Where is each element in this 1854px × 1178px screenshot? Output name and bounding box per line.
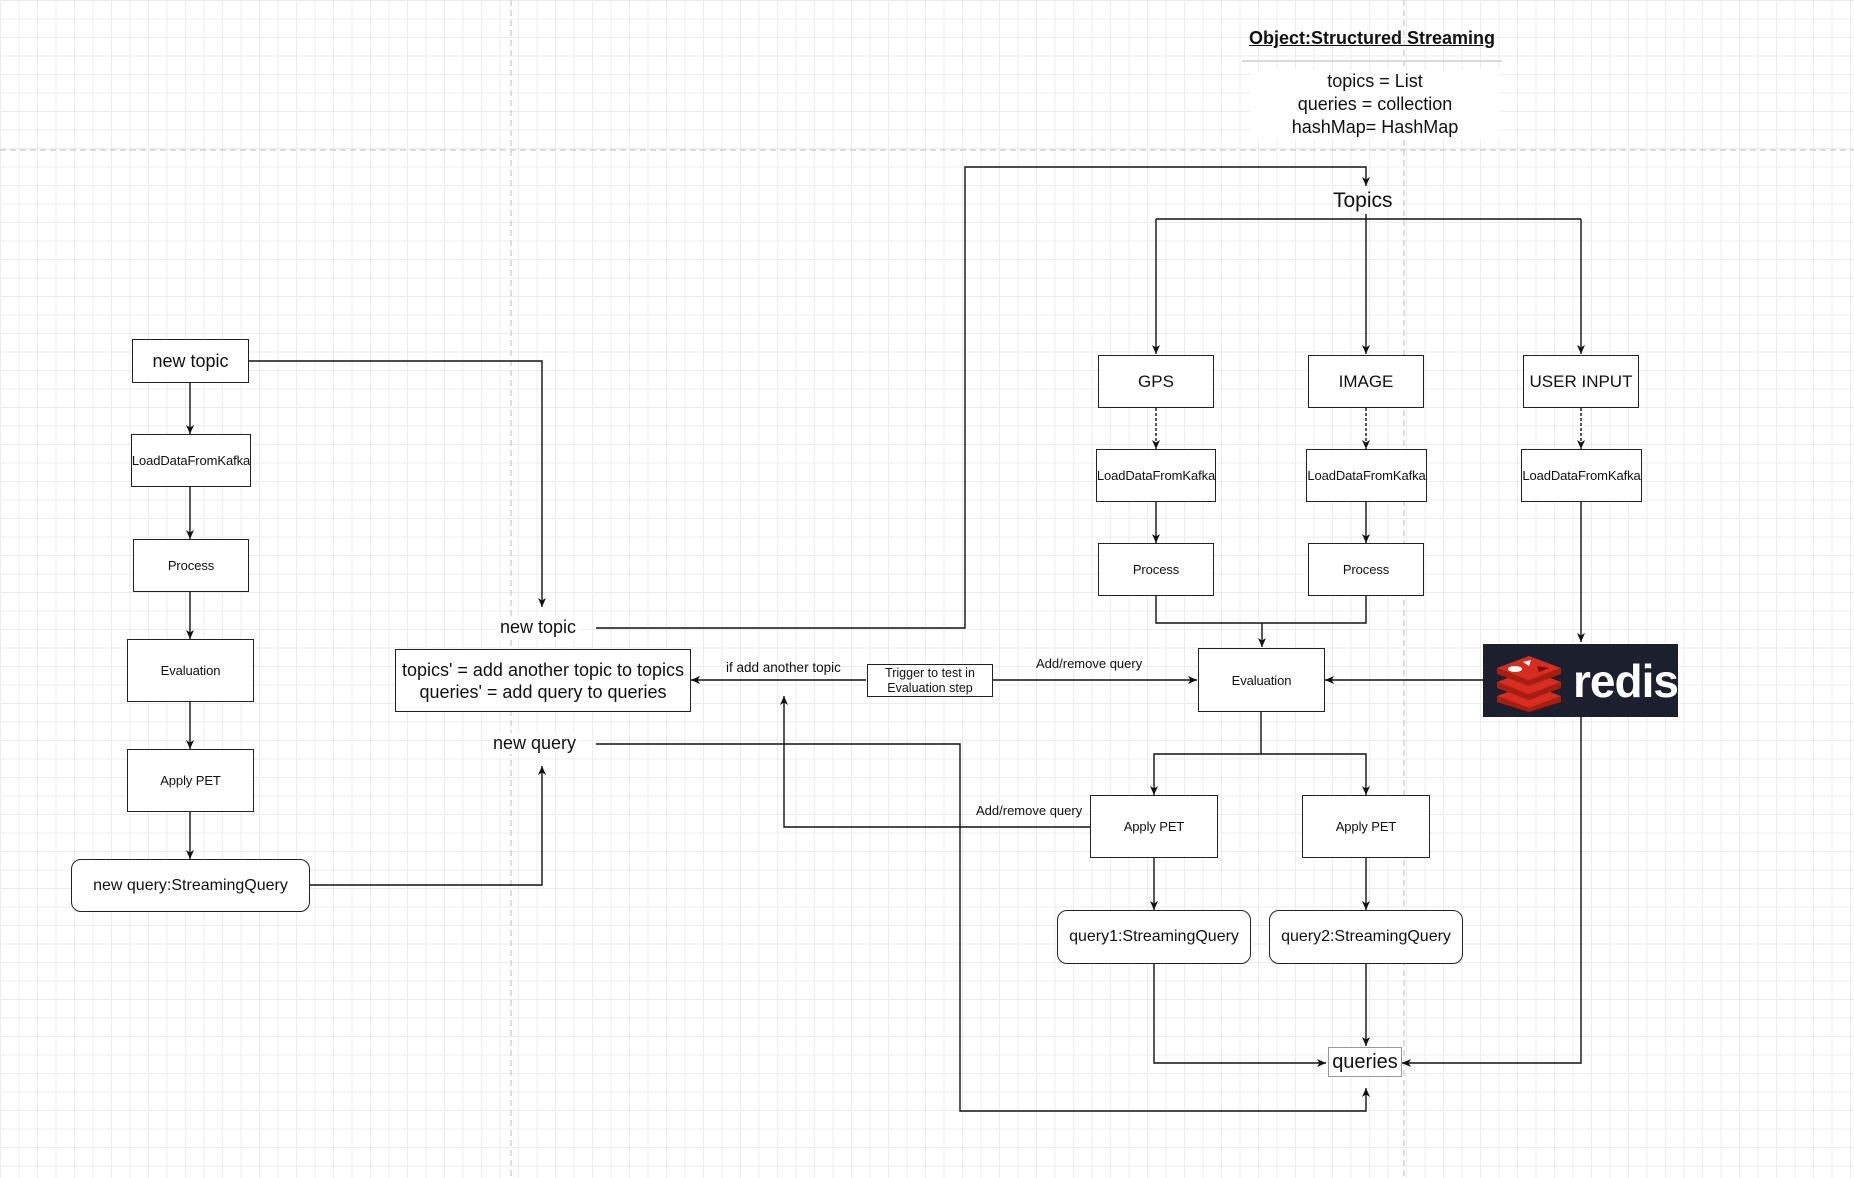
trigger-line-2: Evaluation step	[887, 680, 973, 695]
redis-wordmark: redis	[1573, 654, 1679, 707]
user-input-topic-box[interactable]: USER INPUT	[1523, 355, 1639, 408]
new-topic-label: new topic	[497, 617, 580, 638]
image-topic-box[interactable]: IMAGE	[1308, 355, 1424, 408]
new-topic-box[interactable]: new topic	[132, 339, 249, 383]
gps-topic-box[interactable]: GPS	[1098, 355, 1214, 408]
add-remove-query-label-top: Add/remove query	[1036, 656, 1143, 671]
apply-pet-box-1[interactable]: Apply PET	[1090, 795, 1218, 858]
attribute-topics: topics = List	[1327, 71, 1423, 91]
evaluation-box-left[interactable]: Evaluation	[127, 639, 254, 702]
edge-process-join	[1155, 596, 1367, 624]
trigger-test-box[interactable]: Trigger to test in Evaluation step	[867, 664, 993, 697]
load-data-box-user-input[interactable]: LoadDataFromKafka	[1521, 449, 1642, 502]
new-query-label: new query	[490, 733, 580, 754]
title-divider	[1242, 60, 1502, 62]
edge-label-topics	[596, 166, 1370, 629]
update-queries-text: queries' = add query to queries	[419, 681, 667, 702]
redis-cube-icon	[1497, 655, 1561, 712]
redis-logo: redis	[1483, 644, 1679, 717]
attribute-hashmap: hashMap= HashMap	[1291, 117, 1459, 137]
diagram-title: Object:Structured Streaming	[1248, 28, 1496, 48]
apply-pet-box-2[interactable]: Apply PET	[1302, 795, 1430, 858]
queries-collection-box[interactable]: queries	[1328, 1047, 1402, 1077]
load-data-box-left[interactable]: LoadDataFromKafka	[131, 434, 251, 487]
edge-evaluation-pet2	[1261, 753, 1370, 795]
query2-streamingquery-box[interactable]: query2:StreamingQuery	[1269, 910, 1463, 964]
edge-query1-queries	[1153, 964, 1326, 1067]
apply-pet-box-left[interactable]: Apply PET	[127, 749, 254, 812]
if-add-topic-label: if add another topic	[726, 660, 841, 675]
new-query-streamingquery-box[interactable]: new query:StreamingQuery	[71, 859, 310, 912]
edge-newtopic-label	[248, 360, 546, 607]
process-box-gps[interactable]: Process	[1098, 543, 1214, 596]
topics-label: Topics	[1333, 189, 1393, 212]
load-data-box-gps[interactable]: LoadDataFromKafka	[1096, 449, 1216, 502]
edge-evaluation-pet1	[1150, 712, 1262, 795]
add-remove-query-label-bottom: Add/remove query	[976, 803, 1083, 818]
load-data-box-image[interactable]: LoadDataFromKafka	[1306, 449, 1427, 502]
query1-streamingquery-box[interactable]: query1:StreamingQuery	[1057, 910, 1251, 964]
edge-newquery-queries	[596, 743, 1370, 1112]
edge-redis-queries	[1402, 717, 1582, 1067]
attribute-queries: queries = collection	[1297, 94, 1453, 114]
object-attributes: topics = List queries = collection hashM…	[1250, 70, 1500, 139]
update-topics-text: topics' = add another topic to topics	[401, 659, 685, 680]
trigger-line-1: Trigger to test in	[885, 665, 975, 680]
process-box-image[interactable]: Process	[1308, 543, 1424, 596]
evaluation-box-right[interactable]: Evaluation	[1198, 648, 1325, 712]
update-state-box[interactable]: topics' = add another topic to topics qu…	[395, 649, 691, 712]
process-box-left[interactable]: Process	[133, 539, 249, 592]
edge-pet1-loop	[780, 696, 1090, 828]
edge-newquery-label	[309, 766, 546, 886]
